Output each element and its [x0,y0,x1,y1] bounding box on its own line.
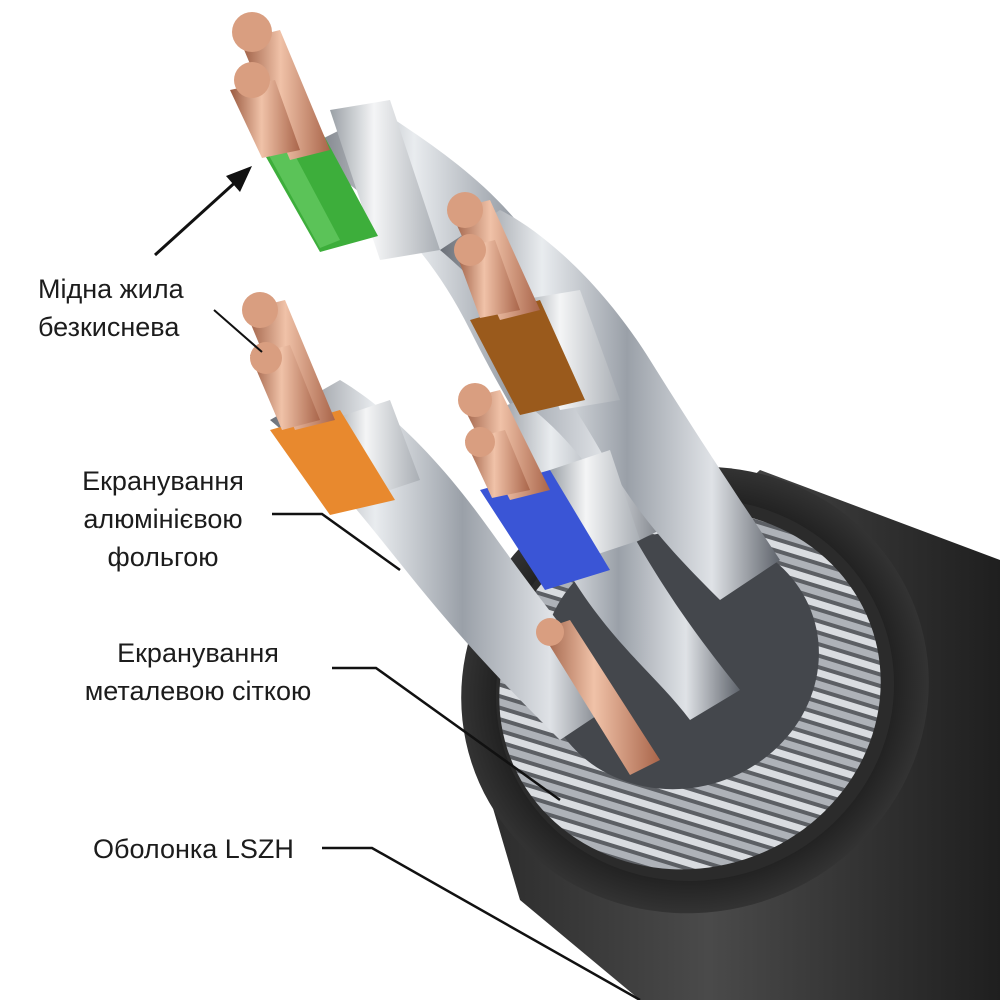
wire-pair-orange [242,292,420,515]
label-foil-shielding: Екранування алюмінієвою фольгою [82,466,244,572]
label-jacket: Оболонка LSZH [93,834,294,864]
wire-pair-green [230,12,440,260]
inner-copper-strand [536,618,660,775]
callout-line-jacket [322,846,641,1000]
wire-pair-blue [458,383,640,590]
callout-line-copper-secondary [213,309,263,353]
wire-pair-brown [447,192,620,415]
callout-arrow-copper [153,166,252,257]
label-copper-core: Мідна жила безкиснева [38,274,184,342]
label-mesh-shielding: Екранування металевою сіткою [84,638,312,706]
callout-line-foil [272,512,401,572]
callout-line-mesh [332,666,561,802]
